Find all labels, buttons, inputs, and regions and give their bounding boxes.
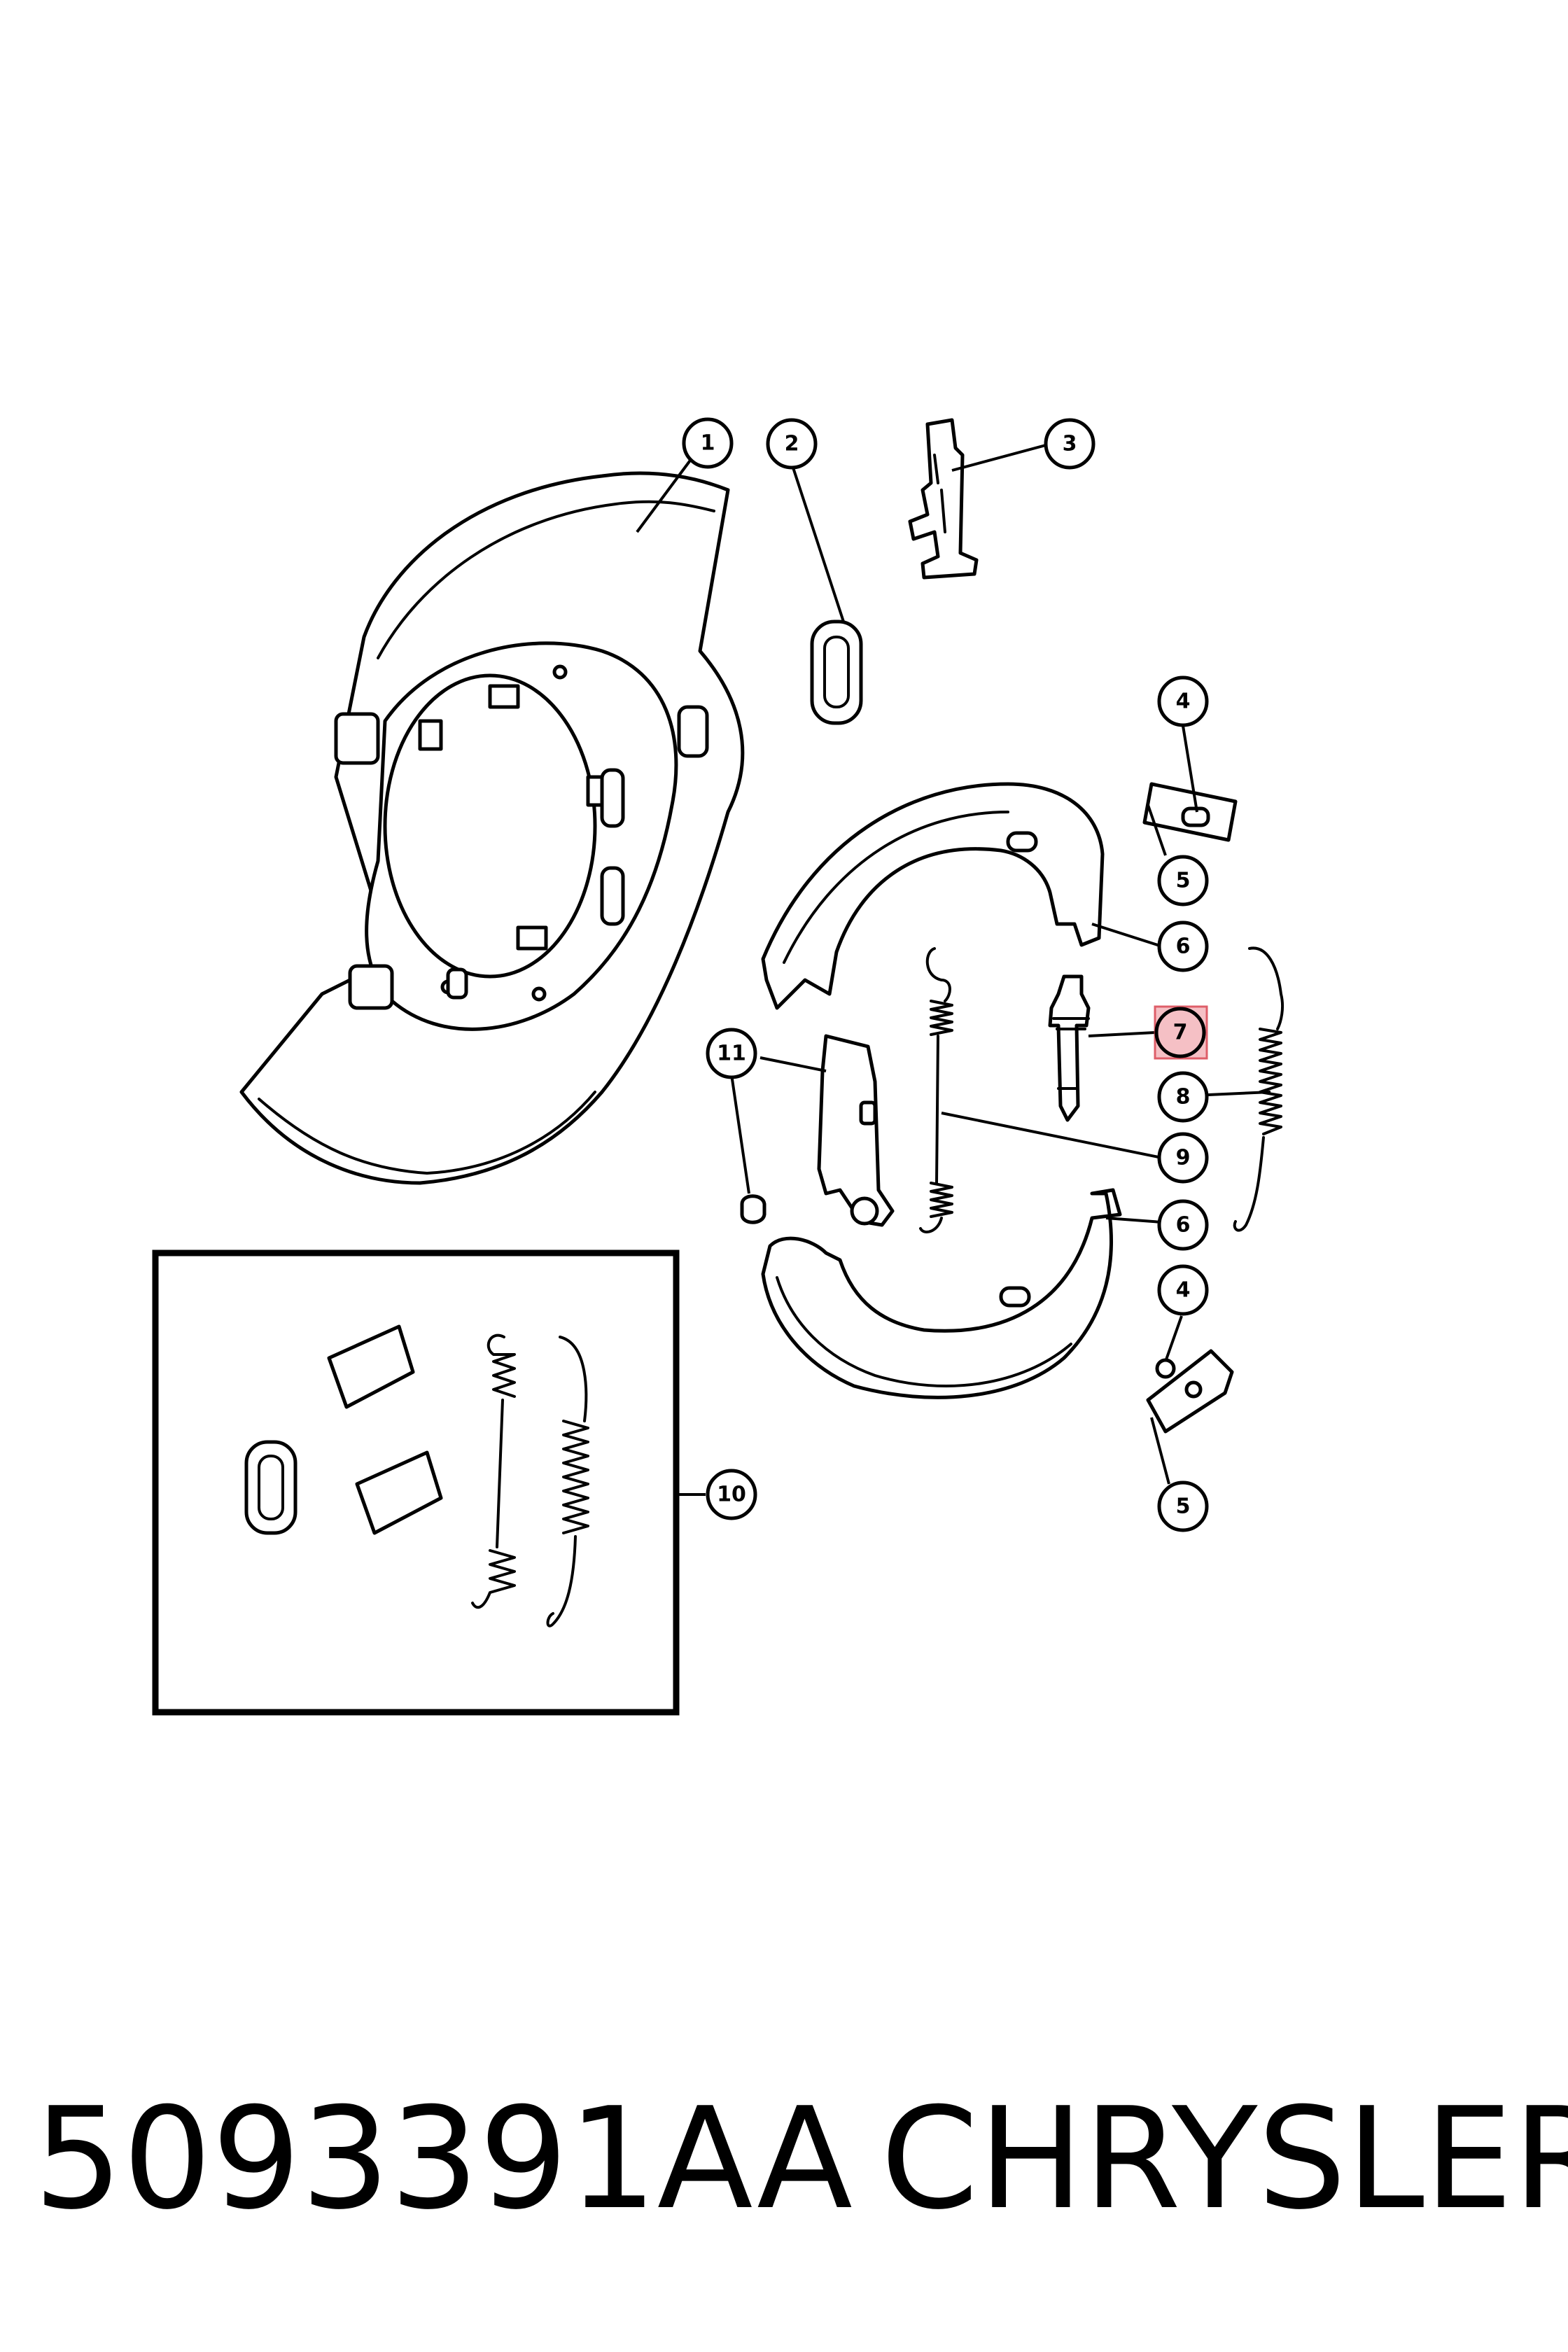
callout-label: 10 [717, 1483, 746, 1507]
hold-down-clip-lower [1146, 1349, 1234, 1434]
callout-label: 9 [1176, 1146, 1191, 1170]
grommet-plug [810, 620, 863, 725]
callout-label: 4 [1176, 1278, 1191, 1303]
callout[interactable]: 4 [1157, 676, 1209, 727]
callout[interactable]: 1 [682, 417, 734, 469]
callout-label: 8 [1176, 1085, 1191, 1110]
callout-label: 2 [785, 432, 799, 456]
callout-highlighted[interactable]: 7 [1154, 1007, 1206, 1058]
callout[interactable]: 5 [1157, 1480, 1209, 1532]
parking-brake-lever [740, 1034, 895, 1227]
backing-plate [239, 471, 745, 1185]
spring-center [919, 947, 953, 1233]
bracket-clip [908, 418, 979, 580]
callout-label: 1 [701, 431, 715, 456]
manufacturer-name: CHRYSLER [881, 2078, 1568, 2241]
return-spring-right [1233, 946, 1284, 1232]
callout-label: 5 [1176, 1494, 1191, 1519]
callout-label: 6 [1176, 1213, 1191, 1238]
callout[interactable]: 6 [1157, 920, 1209, 972]
brake-shoe-lower [761, 1188, 1122, 1399]
part-number: 5093391AA [34, 2078, 853, 2241]
brake-shoe-upper [761, 782, 1105, 1010]
callout[interactable]: 3 [1044, 418, 1096, 470]
callout-label: 11 [717, 1042, 746, 1066]
callout[interactable]: 8 [1157, 1071, 1209, 1123]
callout-label: 7 [1173, 1021, 1188, 1045]
adjuster-screw [1048, 974, 1091, 1122]
callout[interactable]: 11 [706, 1028, 757, 1079]
callout[interactable]: 2 [766, 418, 818, 470]
callout[interactable]: 10 [706, 1469, 757, 1520]
callout-label: 4 [1176, 690, 1191, 714]
callout-label: 3 [1063, 432, 1077, 456]
callout-label: 6 [1176, 934, 1191, 959]
callout-label: 5 [1176, 869, 1191, 893]
hold-down-clip-upper [1142, 782, 1238, 842]
callout[interactable]: 4 [1157, 1264, 1209, 1316]
repair-kit-box [152, 1250, 680, 1716]
callout[interactable]: 6 [1157, 1199, 1209, 1251]
callout[interactable]: 9 [1157, 1132, 1209, 1184]
callout[interactable]: 5 [1157, 855, 1209, 906]
